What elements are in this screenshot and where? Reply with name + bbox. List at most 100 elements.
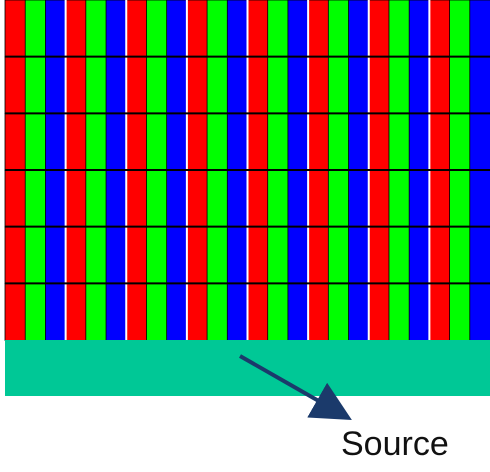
subpixel-cell (368, 0, 390, 58)
subpixel-cell (206, 0, 229, 58)
subpixel-cell (146, 56, 168, 115)
subpixel-cell (388, 169, 410, 228)
subpixel-cell (186, 226, 208, 285)
subpixel-cell (327, 0, 350, 58)
subpixel-cell (226, 56, 249, 115)
subpixel-cell (368, 56, 390, 115)
subpixel-cell (348, 0, 370, 58)
subpixel-cell (186, 56, 208, 115)
subpixel-cell (428, 226, 451, 285)
subpixel-cell (469, 169, 490, 228)
subpixel-cell (206, 56, 229, 115)
subpixel-cell (348, 282, 370, 341)
subpixel-cell (65, 56, 87, 115)
subpixel-cell (85, 282, 107, 341)
subpixel-cell (449, 226, 471, 285)
subpixel-cell (206, 112, 229, 171)
subpixel-cell (45, 56, 67, 115)
subpixel-cell (206, 226, 229, 285)
subpixel-cell (85, 169, 107, 228)
subpixel-cell (428, 282, 451, 341)
subpixel-cell (287, 226, 309, 285)
subpixel-cell (65, 112, 87, 171)
subpixel-cell (469, 0, 490, 58)
subpixel-cell (267, 56, 289, 115)
subpixel-cell (24, 226, 47, 285)
subpixel-cell (307, 282, 330, 341)
subpixel-cell (348, 56, 370, 115)
subpixel-cell (327, 56, 350, 115)
subpixel-cell (307, 56, 330, 115)
subpixel-cell (206, 282, 229, 341)
subpixel-cell (247, 112, 269, 171)
subpixel-cell (186, 169, 208, 228)
subpixel-cell (65, 282, 87, 341)
subpixel-cell (368, 282, 390, 341)
subpixel-cell (469, 112, 490, 171)
subpixel-cell (287, 169, 309, 228)
subpixel-cell (226, 169, 249, 228)
subpixel-cell (105, 169, 128, 228)
subpixel-cell (327, 169, 350, 228)
subpixel-cell (125, 56, 148, 115)
subpixel-cell (24, 169, 47, 228)
source-pointer-arrow (239, 354, 352, 420)
source-label: Source (341, 425, 449, 463)
subpixel-cell (388, 56, 410, 115)
subpixel-cell (307, 226, 330, 285)
subpixel-cell (166, 282, 188, 341)
subpixel-cell (348, 226, 370, 285)
subpixel-cell (45, 282, 67, 341)
subpixel-cell (287, 56, 309, 115)
subpixel-cell (226, 112, 249, 171)
subpixel-cell (4, 226, 27, 285)
subpixel-cell (226, 226, 249, 285)
subpixel-cell (449, 0, 471, 58)
subpixel-cell (45, 112, 67, 171)
subpixel-cell (125, 0, 148, 58)
subpixel-cell (166, 169, 188, 228)
subpixel-cell (408, 226, 431, 285)
subpixel-cell (267, 226, 289, 285)
subpixel-cell (45, 0, 67, 58)
subpixel-cell (45, 226, 67, 285)
subpixel-cell (247, 169, 269, 228)
subpixel-cell (287, 112, 309, 171)
subpixel-cell (428, 169, 451, 228)
subpixel-cell (226, 0, 249, 58)
subpixel-cell (125, 169, 148, 228)
subpixel-cell (24, 56, 47, 115)
subpixel-cell (247, 0, 269, 58)
subpixel-cell (4, 56, 27, 115)
subpixel-cell (146, 0, 168, 58)
subpixel-cell (4, 112, 27, 171)
subpixel-cell (105, 226, 128, 285)
subpixel-cell (85, 56, 107, 115)
subpixel-cell (287, 282, 309, 341)
subpixel-cell (408, 282, 431, 341)
subpixel-cell (449, 56, 471, 115)
subpixel-cell (449, 112, 471, 171)
subpixel-cell (267, 169, 289, 228)
subpixel-cell (105, 112, 128, 171)
subpixel-cell (247, 226, 269, 285)
subpixel-cell (65, 169, 87, 228)
subpixel-cell (247, 282, 269, 341)
subpixel-cell (449, 282, 471, 341)
subpixel-cell (125, 226, 148, 285)
subpixel-cell (327, 282, 350, 341)
subpixel-cell (85, 0, 107, 58)
pixel-row-boundaries (5, 0, 490, 340)
subpixel-cell (388, 112, 410, 171)
subpixel-cell (186, 112, 208, 171)
subpixel-cell (428, 0, 451, 58)
subpixel-cell (146, 282, 168, 341)
subpixel-cell (408, 112, 431, 171)
subpixel-cell (4, 169, 27, 228)
subpixel-cell (125, 112, 148, 171)
subpixel-cell (428, 112, 451, 171)
subpixel-cell (226, 282, 249, 341)
subpixel-cell (469, 226, 490, 285)
subpixel-cell (327, 226, 350, 285)
